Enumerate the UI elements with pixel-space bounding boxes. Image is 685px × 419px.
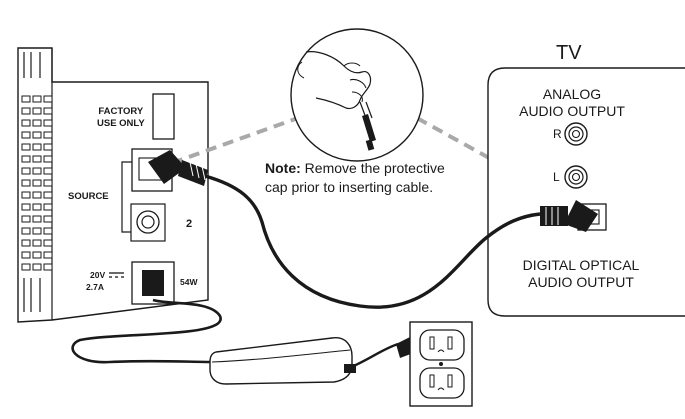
vent-slot bbox=[43, 95, 53, 103]
vent-slot bbox=[32, 191, 42, 199]
vent-slot bbox=[32, 119, 42, 127]
vent-slot bbox=[43, 143, 53, 151]
factory-label: FACTORY USE ONLY bbox=[97, 106, 145, 130]
vent-slot bbox=[32, 131, 42, 139]
vent-slot bbox=[21, 155, 31, 163]
vent-slot bbox=[21, 191, 31, 199]
analog-output-label: ANALOG AUDIO OUTPUT bbox=[510, 86, 634, 120]
power-cable bbox=[71, 298, 222, 364]
vent-slot bbox=[43, 239, 53, 247]
port-number-label: 2 bbox=[186, 218, 193, 230]
note-line2: cap prior to inserting cable. bbox=[265, 179, 434, 195]
vent-slot bbox=[43, 179, 53, 187]
optical-cable bbox=[204, 174, 541, 309]
vent-slot bbox=[21, 203, 31, 211]
power-brick-icon bbox=[209, 337, 356, 385]
vent-slot bbox=[32, 215, 42, 223]
vent-slot bbox=[32, 227, 42, 235]
analog-output-line1: ANALOG bbox=[542, 86, 602, 102]
analog-output-line2: AUDIO OUTPUT bbox=[519, 103, 625, 119]
power-amps-label: 2.7A bbox=[86, 282, 104, 292]
vent-slot bbox=[21, 239, 31, 247]
tv-title: TV bbox=[556, 42, 582, 64]
vent-slot bbox=[32, 107, 42, 115]
optical-plug-icon bbox=[540, 200, 598, 232]
digital-output-line2: AUDIO OUTPUT bbox=[528, 274, 634, 290]
note-text: Note: Remove the protective cap prior to… bbox=[265, 159, 445, 197]
vent-slot bbox=[21, 263, 31, 271]
vent-slot bbox=[43, 191, 53, 199]
vent-slot bbox=[21, 227, 31, 235]
hand-removing-cap-icon bbox=[290, 28, 424, 162]
vent-slot bbox=[43, 227, 53, 235]
note-prefix: Note: bbox=[265, 160, 301, 176]
vent-slot bbox=[21, 251, 31, 259]
vent-slot bbox=[21, 215, 31, 223]
vent-slot bbox=[21, 107, 31, 115]
vent-grid bbox=[21, 95, 53, 271]
rca-jack-icon bbox=[564, 122, 588, 146]
vent-slot bbox=[43, 131, 53, 139]
vent-slot bbox=[21, 95, 31, 103]
vent-slot bbox=[43, 167, 53, 175]
vent-slot bbox=[21, 143, 31, 151]
vent-slot bbox=[43, 251, 53, 259]
power-input-port bbox=[131, 261, 175, 305]
digital-output-label: DIGITAL OPTICAL AUDIO OUTPUT bbox=[510, 257, 652, 291]
vent-slot bbox=[43, 119, 53, 127]
vent-slot bbox=[32, 167, 42, 175]
vent-slot bbox=[32, 143, 42, 151]
wall-outlet-icon bbox=[409, 321, 473, 407]
vent-slot bbox=[32, 179, 42, 187]
jack-r-label: R bbox=[553, 127, 562, 141]
vent-slot bbox=[43, 263, 53, 271]
vent-slot bbox=[43, 107, 53, 115]
vent-slot bbox=[32, 155, 42, 163]
vent-slot bbox=[43, 203, 53, 211]
vent-slot bbox=[21, 179, 31, 187]
power-watts-label: 54W bbox=[180, 277, 198, 287]
digital-output-line1: DIGITAL OPTICAL bbox=[522, 257, 640, 273]
coax-input-jack bbox=[130, 203, 166, 242]
factory-port bbox=[152, 93, 175, 140]
note-line1: Remove the protective bbox=[300, 160, 445, 176]
dc-symbol bbox=[109, 272, 124, 278]
optical-plug-icon bbox=[148, 150, 208, 186]
vent-slot bbox=[43, 155, 53, 163]
jack-l-label: L bbox=[553, 170, 560, 184]
factory-label-line2: USE ONLY bbox=[97, 118, 145, 129]
vent-slot bbox=[32, 203, 42, 211]
vent-slot bbox=[32, 251, 42, 259]
source-label: SOURCE bbox=[68, 191, 109, 202]
vent-slot bbox=[32, 263, 42, 271]
source-bracket bbox=[121, 161, 132, 233]
power-volts-label: 20V bbox=[90, 270, 106, 280]
vent-slot bbox=[21, 131, 31, 139]
vent-slot bbox=[21, 119, 31, 127]
vent-slot bbox=[43, 215, 53, 223]
vent-slot bbox=[32, 95, 42, 103]
factory-label-line1: FACTORY bbox=[98, 106, 144, 117]
vent-slot bbox=[32, 239, 42, 247]
rca-jack-icon bbox=[564, 165, 588, 189]
tv-panel bbox=[487, 67, 685, 317]
vent-slot bbox=[21, 167, 31, 175]
